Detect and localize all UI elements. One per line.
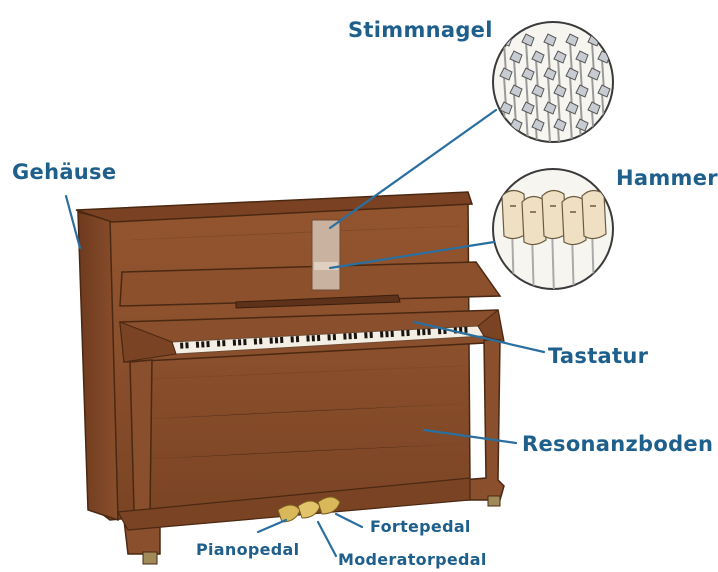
label-moderatorpedal: Moderatorpedal — [338, 550, 487, 569]
black-key — [354, 333, 357, 339]
black-key — [201, 341, 204, 347]
black-key — [206, 341, 209, 347]
black-key — [406, 330, 409, 336]
label-hammer: Hammer — [616, 166, 718, 190]
black-key — [427, 329, 430, 335]
black-key — [180, 343, 183, 349]
black-key — [391, 331, 394, 337]
black-key — [243, 339, 246, 345]
black-key — [296, 336, 299, 342]
leader-fortepedal — [336, 514, 362, 527]
label-fortepedal: Fortepedal — [370, 517, 471, 536]
piano-pedal-shape — [278, 505, 300, 522]
black-key — [422, 329, 425, 335]
black-key — [317, 335, 320, 341]
action-window — [312, 220, 340, 290]
black-key — [185, 342, 188, 348]
black-key — [291, 336, 294, 342]
black-key — [222, 340, 225, 346]
hammer-inset — [493, 169, 613, 302]
black-key — [196, 342, 199, 348]
piano-illustration — [76, 192, 504, 564]
label-stimmnagel: Stimmnagel — [348, 18, 493, 42]
hammer-head — [582, 190, 606, 238]
black-key — [270, 338, 273, 344]
label-resonanzboden: Resonanzboden — [522, 432, 713, 456]
label-pianopedal: Pianopedal — [196, 540, 299, 559]
label-tastatur: Tastatur — [548, 344, 648, 368]
black-key — [280, 337, 283, 343]
left-caster — [143, 552, 157, 564]
black-key — [238, 339, 241, 345]
black-key — [464, 327, 467, 333]
pin-shaft — [514, 127, 516, 159]
black-key — [364, 332, 367, 338]
moderator-pedal-shape — [298, 501, 320, 518]
black-key — [348, 333, 351, 339]
black-key — [380, 331, 383, 337]
black-key — [327, 334, 330, 340]
tuning-pins-inset — [493, 22, 613, 159]
black-key — [254, 338, 257, 344]
action-window-highlight — [314, 262, 338, 270]
black-key — [233, 340, 236, 346]
leader-moderatorpedal — [318, 522, 336, 556]
black-key — [217, 340, 220, 346]
right-caster — [488, 496, 500, 506]
black-key — [343, 333, 346, 339]
black-key — [333, 334, 336, 340]
black-key — [306, 335, 309, 341]
black-key — [312, 335, 315, 341]
black-key — [275, 337, 278, 343]
black-key — [385, 331, 388, 337]
black-key — [370, 332, 373, 338]
black-key — [259, 338, 262, 344]
black-key — [417, 329, 420, 335]
leader-pianopedal — [258, 520, 286, 532]
label-gehaeuse: Gehäuse — [12, 160, 116, 184]
pin-shaft — [602, 127, 604, 159]
black-key — [401, 330, 404, 336]
